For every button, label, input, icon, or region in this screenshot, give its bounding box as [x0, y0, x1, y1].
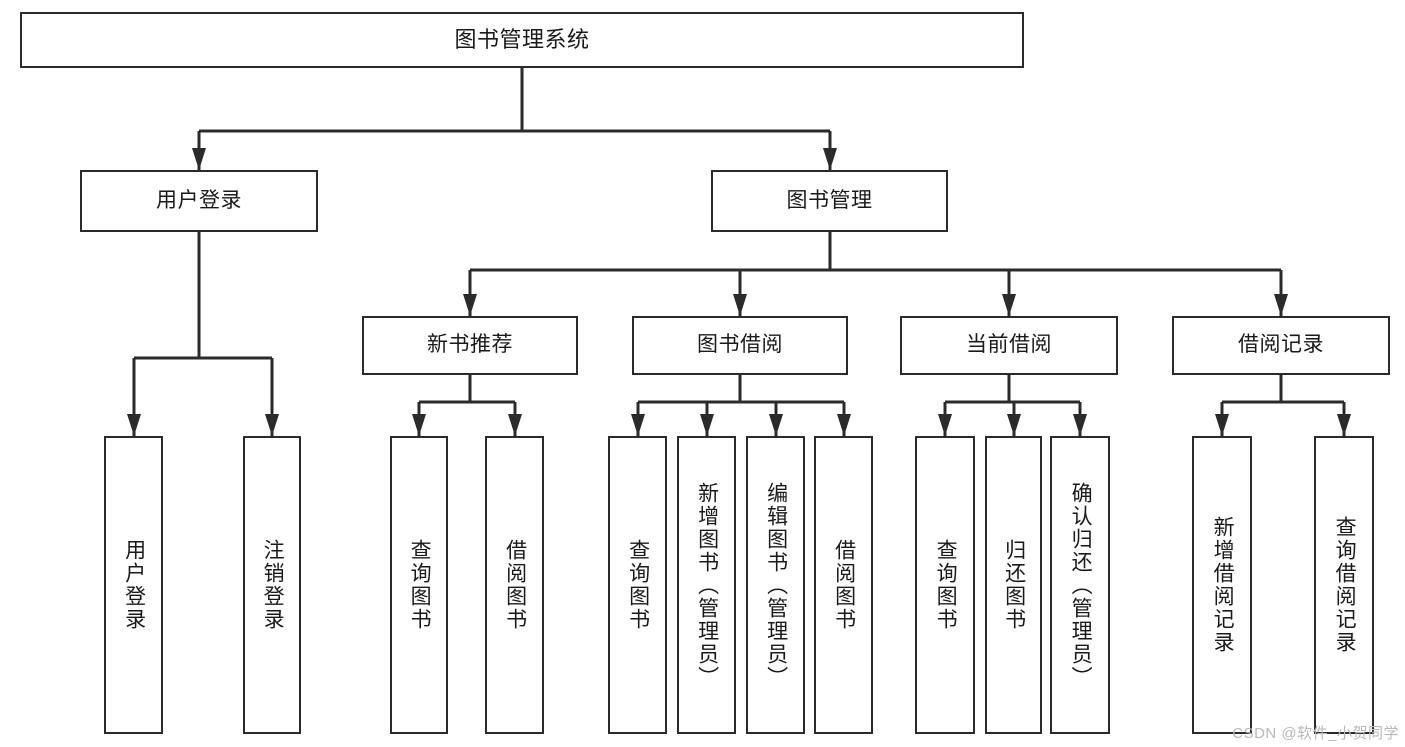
- arrowhead: [733, 294, 747, 316]
- node-leaf_edit_book[interactable]: 编辑图书（管理员）: [746, 436, 805, 734]
- arrowhead: [508, 414, 522, 436]
- node-leaf_query_book_3[interactable]: 查询图书: [915, 436, 975, 734]
- node-current_borrow[interactable]: 当前借阅: [900, 316, 1118, 375]
- node-label: 查询图书: [408, 539, 432, 631]
- node-leaf_borrow_book_2[interactable]: 借阅图书: [814, 436, 873, 734]
- node-root[interactable]: 图书管理系统: [20, 12, 1024, 68]
- node-label: 当前借阅: [966, 333, 1052, 357]
- arrowhead: [823, 148, 837, 170]
- arrowhead: [192, 148, 206, 170]
- node-label: 图书管理系统: [454, 27, 590, 53]
- node-label: 确认归还（管理员）: [1069, 481, 1093, 689]
- arrowhead: [700, 414, 714, 436]
- node-label: 编辑图书（管理员）: [764, 481, 788, 689]
- node-leaf_user_login[interactable]: 用户登录: [104, 436, 163, 734]
- node-label: 用户登录: [156, 188, 242, 212]
- arrowhead: [769, 414, 783, 436]
- arrowhead: [1274, 294, 1288, 316]
- node-leaf_query_book_1[interactable]: 查询图书: [390, 436, 448, 734]
- node-label: 图书借阅: [697, 333, 783, 357]
- node-label: 借阅图书: [503, 539, 527, 631]
- node-label: 查询图书: [626, 539, 650, 631]
- arrowhead: [631, 414, 645, 436]
- node-leaf_confirm_return[interactable]: 确认归还（管理员）: [1050, 436, 1110, 734]
- node-label: 图书管理: [786, 188, 873, 212]
- arrowhead: [265, 414, 279, 436]
- node-leaf_return_book[interactable]: 归还图书: [985, 436, 1042, 734]
- node-user_login[interactable]: 用户登录: [80, 170, 318, 232]
- arrowhead: [1073, 414, 1087, 436]
- node-label: 新书推荐: [427, 333, 513, 357]
- node-label: 查询借阅记录: [1333, 516, 1357, 654]
- node-new_book_rec[interactable]: 新书推荐: [362, 316, 578, 375]
- arrowhead: [1337, 414, 1351, 436]
- node-borrow_record[interactable]: 借阅记录: [1172, 316, 1390, 375]
- node-label: 借阅记录: [1238, 333, 1324, 357]
- watermark-label: CSDN @软件_小贺同学: [1232, 725, 1399, 742]
- node-leaf_add_book[interactable]: 新增图书（管理员）: [677, 436, 736, 734]
- node-book_borrow[interactable]: 图书借阅: [632, 316, 848, 375]
- node-book_manage[interactable]: 图书管理: [711, 170, 948, 232]
- node-leaf_query_book_2[interactable]: 查询图书: [608, 436, 667, 734]
- node-leaf_add_record[interactable]: 新增借阅记录: [1192, 436, 1252, 734]
- arrowhead: [1007, 414, 1021, 436]
- node-label: 用户登录: [122, 539, 146, 631]
- node-label: 注销登录: [261, 539, 285, 631]
- node-label: 借阅图书: [832, 539, 856, 631]
- node-leaf_query_record[interactable]: 查询借阅记录: [1314, 436, 1374, 734]
- arrowhead: [837, 414, 851, 436]
- arrowhead: [127, 414, 141, 436]
- node-label: 归还图书: [1002, 539, 1026, 631]
- node-leaf_logout[interactable]: 注销登录: [243, 436, 301, 734]
- node-label: 新增借阅记录: [1211, 516, 1235, 654]
- node-label: 查询图书: [934, 539, 958, 631]
- arrowhead: [938, 414, 952, 436]
- arrowhead: [1002, 294, 1016, 316]
- node-leaf_borrow_book_1[interactable]: 借阅图书: [485, 436, 544, 734]
- arrowhead: [412, 414, 426, 436]
- arrowhead: [463, 294, 477, 316]
- arrowhead: [1215, 414, 1229, 436]
- node-label: 新增图书（管理员）: [695, 481, 719, 689]
